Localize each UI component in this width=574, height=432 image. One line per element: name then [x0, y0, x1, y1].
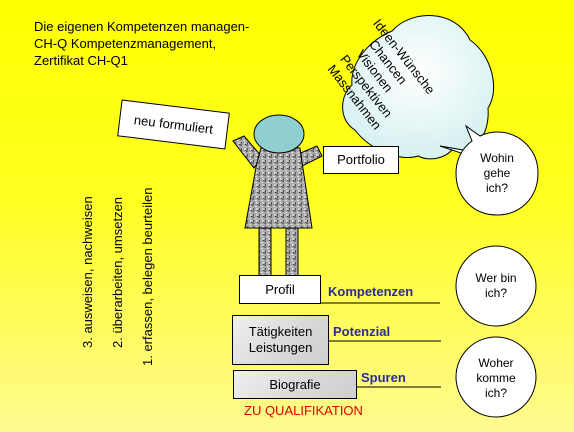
title-line-1: Die eigenen Kompetenzen managen- — [34, 19, 250, 34]
wohin-line-3: ich? — [485, 181, 508, 195]
woher-line-3: ich? — [484, 386, 507, 400]
step-2-text: 2. überarbeiten, umsetzen — [110, 196, 125, 348]
bubble-wohin-shape — [455, 124, 539, 216]
title-line-3: Zertifikat CH-Q1 — [34, 53, 128, 68]
woher-line-1: Woher — [478, 356, 514, 370]
step-3-text: 3. ausweisen, nachweisen — [80, 196, 95, 348]
potenzial-label: Potenzial — [333, 324, 391, 339]
bubble-wohin-text: Wohin gehe ich? — [466, 151, 528, 196]
zu-qualifikation-label: ZU QUALIFIKATION — [244, 403, 363, 418]
werbin-line-1: Wer bin — [475, 271, 517, 285]
bubble-werbin-shape — [455, 245, 537, 327]
taetigkeiten-box: Tätigkeiten Leistungen — [232, 315, 329, 365]
portfolio-box: Portfolio — [323, 146, 399, 174]
profil-box: Profil — [239, 275, 321, 304]
spuren-label: Spuren — [361, 370, 406, 385]
biografie-box: Biografie — [233, 370, 357, 399]
portfolio-label: Portfolio — [337, 152, 385, 167]
figure-body — [244, 147, 313, 229]
kompetenzen-label: Kompetenzen — [328, 284, 414, 299]
bubble-werbin-text: Wer bin ich? — [462, 271, 530, 301]
bubble-woher-shape — [455, 336, 537, 418]
thought-bubble-shape — [342, 15, 495, 160]
wohin-line-2: gehe — [483, 166, 511, 180]
title-line-2: CH-Q Kompetenzmanagement, — [34, 36, 217, 51]
werbin-line-2: ich? — [484, 286, 507, 300]
biografie-label: Biografie — [269, 376, 321, 392]
wohin-line-1: Wohin — [480, 151, 514, 165]
profil-label: Profil — [265, 281, 295, 297]
woher-line-2: komme — [476, 371, 516, 385]
figure-right-leg — [285, 227, 299, 277]
leistungen-label: Leistungen — [248, 340, 313, 355]
step-1-text: 1. erfassen, belegen beurteilen — [140, 187, 155, 366]
slide-title: Die eigenen Kompetenzen managen- CH-Q Ko… — [34, 18, 249, 69]
figure-left-leg — [258, 227, 272, 277]
figure-head — [253, 114, 305, 154]
bubble-woher-text: Woher komme ich? — [463, 356, 529, 401]
taetigkeiten-label: Tätigkeiten — [248, 324, 313, 339]
neu-formuliert-label: neu formuliert — [133, 111, 214, 137]
